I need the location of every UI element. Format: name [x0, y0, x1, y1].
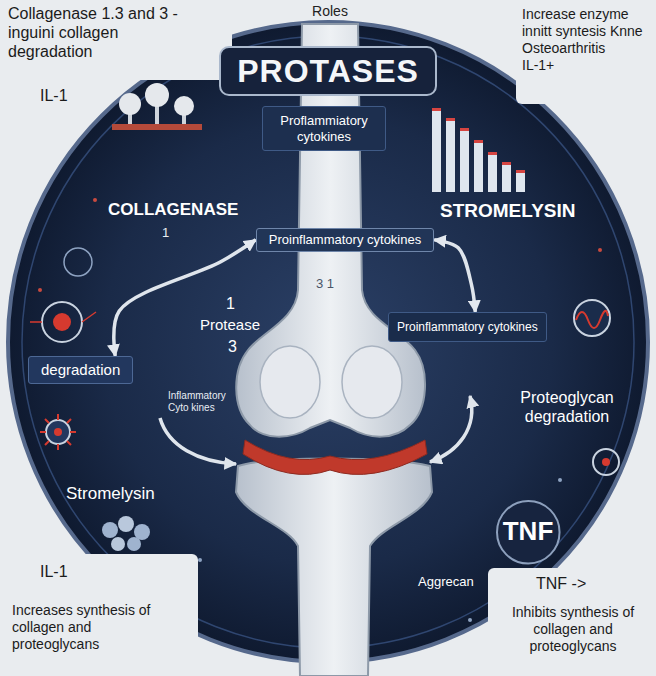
chart-bar-top	[460, 128, 469, 131]
cytokine-label: TNF ->	[536, 574, 586, 593]
corner-note: Collagenase 1.3 and 3 - inguini collagen…	[8, 4, 178, 62]
condyle	[342, 346, 402, 418]
chart-bar-top	[474, 140, 483, 143]
node-text: Proflammiatory cytokines	[269, 113, 379, 144]
dot	[558, 478, 562, 482]
chart-bar	[474, 140, 483, 192]
part-label: Protease	[200, 316, 260, 334]
chart-bar-top	[432, 108, 441, 111]
node-text: Proinflammatory cytokines	[397, 320, 538, 334]
ring-icon	[593, 449, 619, 475]
ring-icon	[64, 248, 92, 276]
enzyme-name: COLLAGENASE	[108, 200, 238, 220]
tree-crown	[174, 96, 194, 116]
chart-bar	[516, 170, 525, 192]
cytokine-box: Proflammiatory cytokines	[262, 106, 386, 151]
tnf-circle: TNF	[495, 499, 562, 566]
chart-bar	[460, 128, 469, 192]
tree-crown	[119, 93, 141, 115]
cartilage	[243, 440, 427, 474]
effect-note: Increases synthesis of collagen and prot…	[12, 602, 152, 652]
cytokine-label: IL-1+	[522, 57, 554, 74]
tibia	[236, 459, 432, 676]
cytokine-label: IL-1	[40, 86, 68, 105]
cycle-arrow	[114, 240, 256, 356]
part-label: Inflammatory Cyto kines	[168, 390, 232, 414]
title-banner: PROTASES	[219, 46, 437, 96]
chart-bar-top	[516, 170, 525, 173]
part-label: Proteoglycan degradation	[508, 388, 626, 426]
text-patch	[0, 554, 198, 676]
chart-bar	[488, 152, 497, 192]
condyle	[260, 346, 320, 418]
block-icon	[102, 522, 118, 538]
callout-number: 3 1	[316, 276, 334, 292]
chart-bar-top	[446, 118, 455, 121]
block-icon	[118, 516, 134, 532]
part-label: Aggrecan	[418, 574, 474, 590]
effect-note: Inhibits synthesis of collagen and prote…	[494, 604, 652, 654]
chart-bar	[432, 108, 441, 192]
enzyme-name: STROMELYSIN	[440, 200, 576, 223]
cytokine-box: Proinflammatory cytokines	[388, 312, 547, 342]
title-text: PROTASES	[237, 52, 419, 90]
virus-core	[54, 428, 62, 436]
chart-bar	[446, 118, 455, 192]
node-text: TNF	[503, 516, 554, 547]
callout-number: 3	[228, 337, 237, 356]
wave-icon	[574, 300, 610, 336]
tree-crown	[145, 83, 169, 107]
corner-note: Increase enzyme innitt syntesis Knne Ost…	[522, 6, 652, 56]
cytokine-box: Proinflammatory cytokines	[256, 228, 434, 252]
dot	[598, 248, 602, 252]
text-patch	[516, 0, 656, 104]
node-text: Proinflammatory cytokines	[269, 232, 421, 248]
enzyme-name: Stromelysin	[66, 484, 155, 504]
dot	[38, 288, 42, 292]
virus-spikes	[40, 414, 76, 450]
chart-bar	[502, 162, 511, 192]
process-box: degradation	[28, 356, 133, 384]
chart-bar-top	[488, 152, 497, 155]
wave-line	[576, 311, 608, 328]
block-icon	[127, 537, 141, 551]
block-icon	[111, 537, 125, 551]
tree-platform	[112, 124, 202, 130]
text-patch	[0, 0, 232, 80]
cycle-arrow	[160, 418, 236, 464]
text-patch	[488, 568, 656, 676]
red-core	[602, 458, 610, 466]
heading-note: Roles	[312, 3, 348, 20]
dot	[468, 618, 472, 622]
cycle-arrow	[434, 240, 475, 312]
red-core	[53, 313, 71, 331]
dot	[93, 198, 97, 202]
icon-line	[30, 312, 96, 322]
cytokine-label: IL-1	[40, 562, 68, 581]
cycle-arrow	[430, 396, 472, 462]
callout-number: 1	[162, 225, 169, 241]
dot	[198, 558, 202, 562]
callout-number: 1	[226, 294, 235, 313]
chart-bar-top	[502, 162, 511, 165]
tnf-outline	[497, 501, 560, 564]
ring-icon	[42, 302, 82, 342]
node-text: degradation	[41, 361, 120, 379]
virus-icon	[46, 420, 70, 444]
